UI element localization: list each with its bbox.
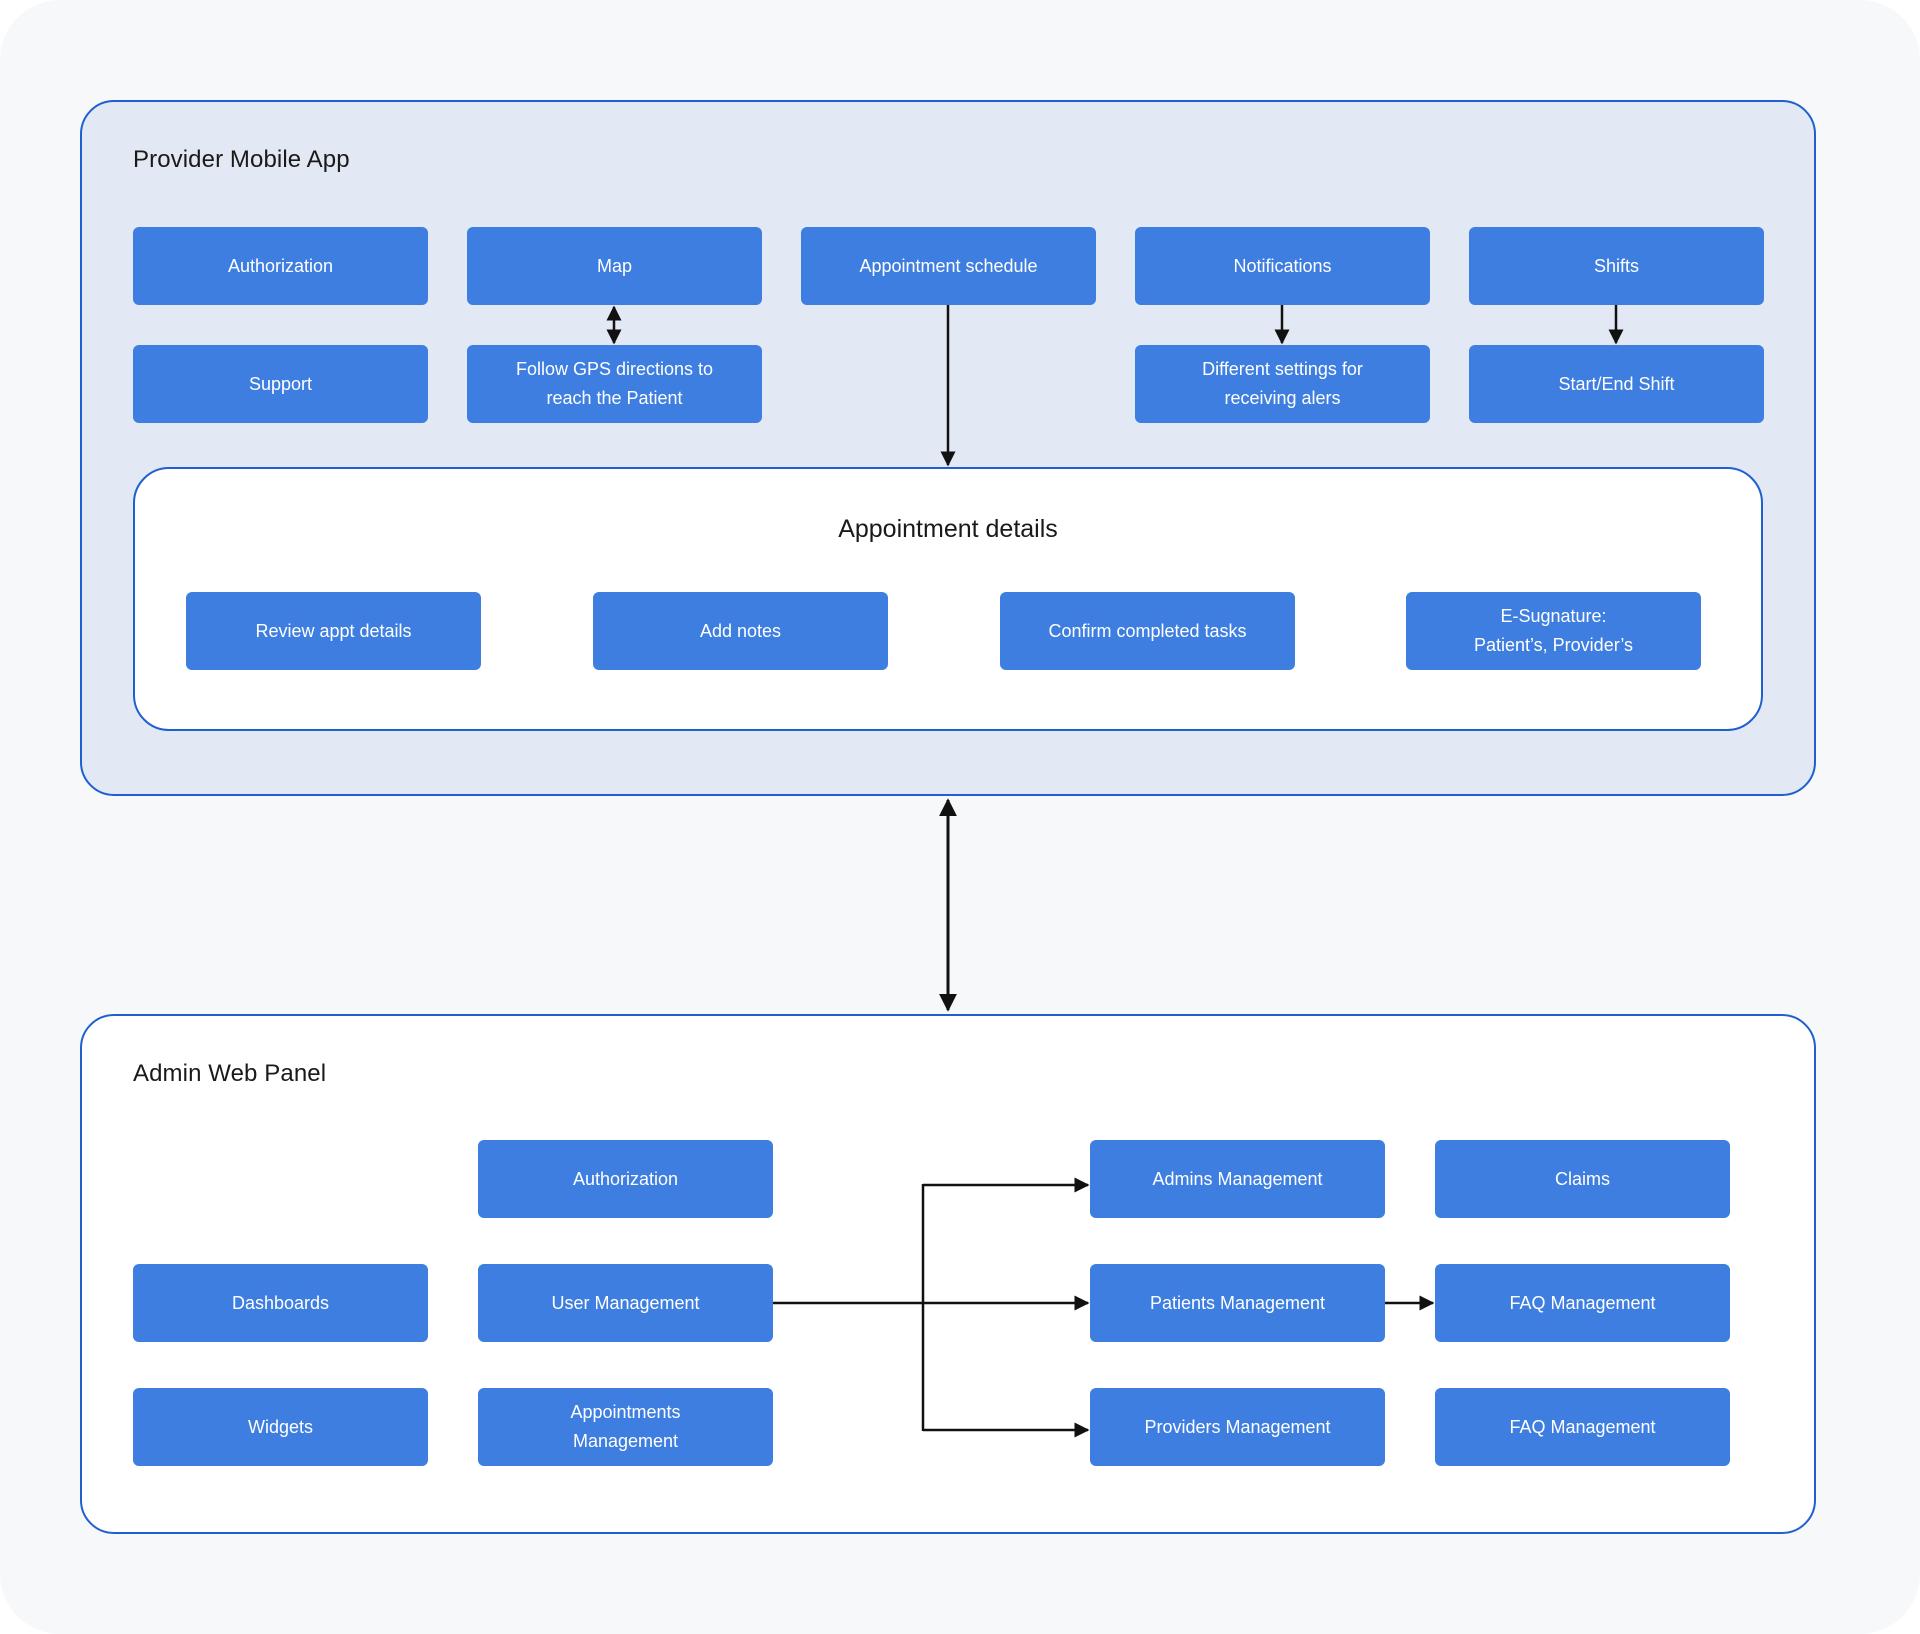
mobile-authorization-box[interactable]: Authorization (133, 227, 428, 305)
admin-web-panel-title: Admin Web Panel (133, 1060, 327, 1087)
claims-box[interactable]: Claims (1435, 1140, 1730, 1218)
faq-management-box-1[interactable]: FAQ Management (1435, 1264, 1730, 1342)
start-end-shift-box[interactable]: Start/End Shift (1469, 345, 1764, 423)
add-notes-box[interactable]: Add notes (593, 592, 888, 670)
appointment-details-title: Appointment details (838, 515, 1058, 543)
map-box[interactable]: Map (467, 227, 762, 305)
alert-settings-box[interactable]: Different settings for receiving alers (1135, 345, 1430, 423)
review-appt-details-box[interactable]: Review appt details (186, 592, 481, 670)
provider-mobile-app-title: Provider Mobile App (133, 146, 350, 173)
shifts-box[interactable]: Shifts (1469, 227, 1764, 305)
e-signature-line-2: Patient’s, Provider’s (1473, 635, 1634, 655)
providers-management-box[interactable]: Providers Management (1090, 1388, 1385, 1466)
support-box[interactable]: Support (133, 345, 428, 423)
e-signature-box[interactable]: E-Sugnature: Patient’s, Provider’s (1406, 592, 1701, 670)
admins-management-box[interactable]: Admins Management (1090, 1140, 1385, 1218)
appointment-schedule-box[interactable]: Appointment schedule (801, 227, 1096, 305)
gps-directions-box[interactable]: Follow GPS directions to reach the Patie… (467, 345, 762, 423)
widgets-box[interactable]: Widgets (133, 1388, 428, 1466)
dashboards-box[interactable]: Dashboards (133, 1264, 428, 1342)
appointments-management-box[interactable]: Appointments Management (478, 1388, 773, 1466)
user-management-box[interactable]: User Management (478, 1264, 773, 1342)
faq-management-box-2[interactable]: FAQ Management (1435, 1388, 1730, 1466)
confirm-completed-tasks-box[interactable]: Confirm completed tasks (1000, 592, 1295, 670)
patients-management-box[interactable]: Patients Management (1090, 1264, 1385, 1342)
e-signature-line-1: E-Sugnature: (1500, 606, 1607, 626)
admin-authorization-box[interactable]: Authorization (478, 1140, 773, 1218)
notifications-box[interactable]: Notifications (1135, 227, 1430, 305)
